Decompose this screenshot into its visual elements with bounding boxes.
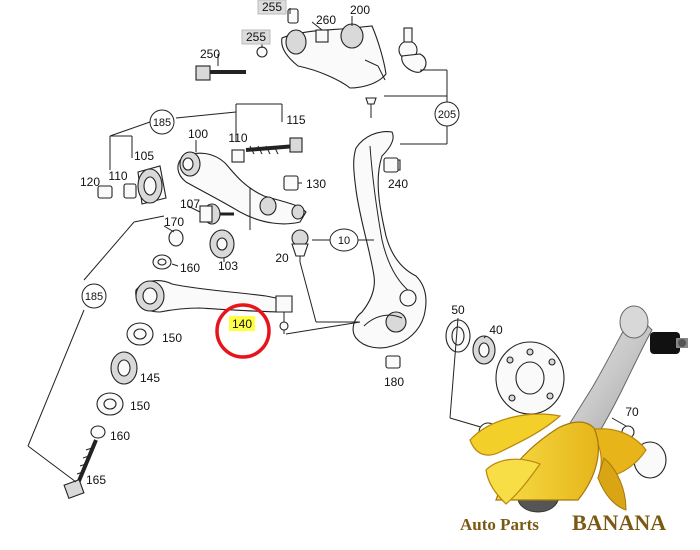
callout-10: 10 [329, 228, 359, 252]
banana-peel-hang [597, 457, 627, 511]
leader-lines [27, 8, 627, 483]
callout-180: 180 [384, 375, 404, 389]
callout-110a: 110 [228, 131, 247, 145]
banana-peel-left [469, 413, 562, 456]
svg-text:140: 140 [232, 317, 252, 331]
bushings-105 [97, 165, 167, 205]
ball-joint-20 [291, 229, 309, 262]
callout-107: 107 [180, 197, 200, 211]
callout-120: 120 [80, 175, 100, 189]
callout-160b: 160 [110, 429, 130, 443]
callout-110b: 110 [108, 169, 127, 183]
banana-logo [469, 413, 647, 511]
callout-105: 105 [134, 149, 154, 163]
callout-145: 145 [140, 371, 160, 385]
svg-text:205: 205 [438, 109, 456, 121]
nut-180 [385, 355, 401, 369]
callout-20: 20 [275, 251, 289, 265]
callout-130: 130 [306, 177, 326, 191]
callout-40: 40 [489, 323, 503, 337]
nut-130 [283, 175, 299, 191]
callout-260: 260 [316, 13, 336, 27]
svg-text:255: 255 [246, 30, 266, 44]
callout-70: 70 [625, 405, 639, 419]
callout-165: 165 [86, 473, 106, 487]
callout-140: 140 [215, 303, 271, 359]
callout-200: 200 [350, 3, 370, 17]
lower-bushings [90, 322, 154, 439]
red-highlight-circle [215, 303, 271, 359]
brand-text-large: BANANA [572, 510, 666, 535]
callout-150a: 150 [162, 331, 182, 345]
svg-text:255: 255 [262, 0, 282, 14]
svg-text:185: 185 [85, 291, 103, 303]
callout-103: 103 [218, 259, 238, 273]
upper-control-arm [281, 23, 427, 118]
callout-100: 100 [188, 127, 208, 141]
callout-160a: 160 [180, 261, 200, 275]
nut-240 [383, 157, 399, 173]
callout-185a: 185 [149, 109, 175, 135]
brand-text-small: Auto Parts [460, 515, 539, 534]
bushing-103 [209, 229, 235, 259]
washers-170-160 [152, 229, 184, 270]
brand-logo-text: Auto Parts BANANA [460, 510, 666, 535]
banana-peel-front [485, 458, 541, 505]
callout-240: 240 [388, 177, 408, 191]
callout-115: 115 [286, 113, 305, 127]
callout-150b: 150 [130, 399, 150, 413]
callout-250: 250 [200, 47, 220, 61]
callout-205: 205 [434, 101, 460, 127]
callout-255a: 255 [257, 0, 287, 15]
callout-labels: 255 260 200 255 250 205 185 100 110 115 … [80, 0, 639, 487]
callout-50: 50 [451, 303, 465, 317]
svg-text:185: 185 [153, 117, 171, 129]
lower-rear-arm [177, 151, 307, 230]
callout-170: 170 [164, 215, 184, 229]
callout-185b: 185 [81, 283, 107, 309]
callout-255b: 255 [241, 29, 271, 45]
bolt-165 [63, 439, 98, 500]
svg-text:10: 10 [338, 235, 350, 247]
bushing-107 [199, 203, 234, 225]
wheel-hub [445, 319, 667, 479]
bolt-115 [231, 137, 303, 163]
